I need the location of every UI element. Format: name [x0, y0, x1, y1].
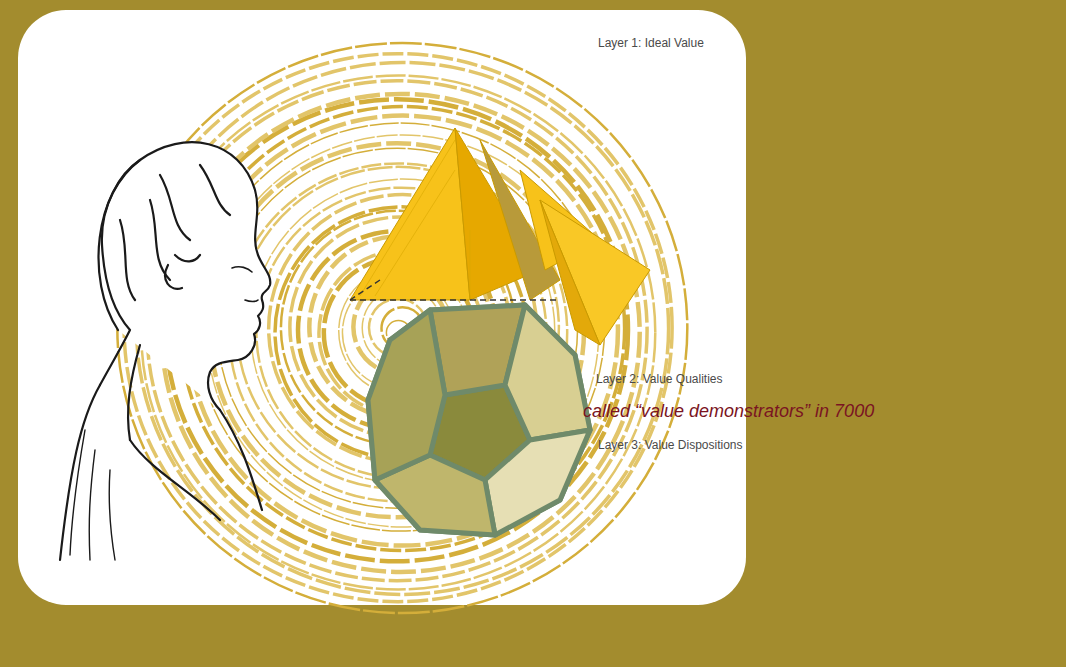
polyhedron	[368, 305, 590, 535]
layer-label: Layer 1: Ideal Value	[598, 36, 704, 50]
layer-label: Layer 2: Value Qualities	[596, 372, 723, 386]
layer-label: Layer 3: Value Dispositions	[598, 438, 743, 452]
note-text: called “value demonstrators” in 7000	[583, 401, 874, 422]
panel	[18, 10, 746, 605]
woman-figure	[60, 142, 270, 560]
